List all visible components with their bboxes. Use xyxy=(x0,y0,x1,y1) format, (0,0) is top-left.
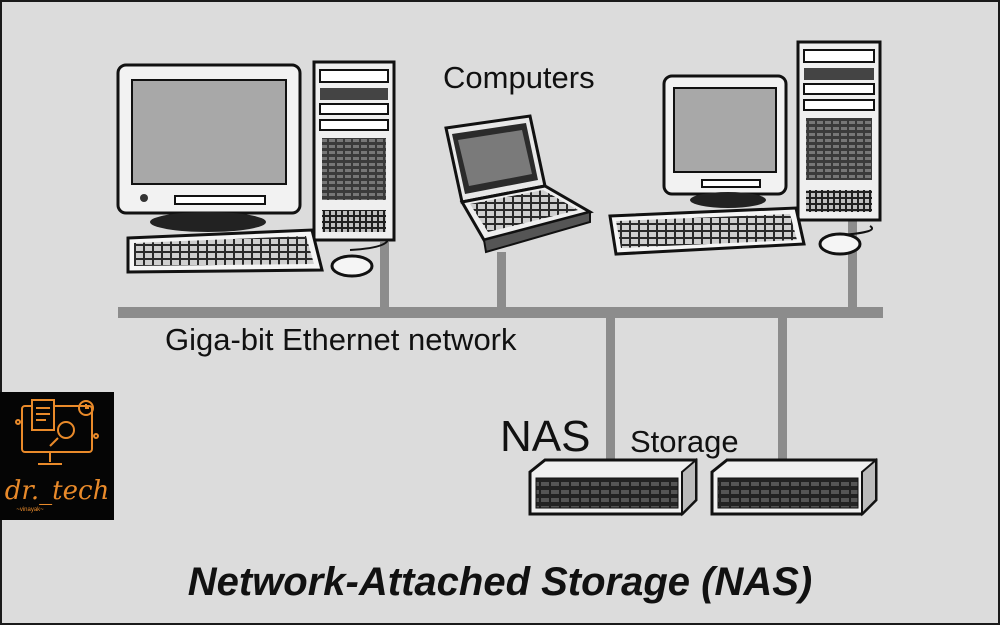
laptop-computer xyxy=(444,114,594,254)
monitor-stand-right xyxy=(690,192,766,208)
mouse-right xyxy=(818,232,862,256)
ethernet-bus xyxy=(118,220,883,463)
nas-label: NAS xyxy=(500,412,591,461)
nas-unit-left xyxy=(528,457,698,517)
logo-icon xyxy=(15,399,99,465)
bus-line xyxy=(118,307,883,318)
desktop-computer-right xyxy=(608,40,882,256)
storage-label: Storage xyxy=(630,424,739,459)
drop-laptop xyxy=(497,252,506,308)
desktop-computer-left xyxy=(116,60,396,278)
drop-desktop-left xyxy=(380,242,389,308)
nas-unit-right xyxy=(710,457,878,517)
logo-text: dr._tech xyxy=(4,476,110,506)
monitor-stand-left xyxy=(150,212,266,232)
computers-label: Computers xyxy=(443,60,595,95)
screen-right xyxy=(673,87,777,173)
diagram-title: Network-Attached Storage (NAS) xyxy=(187,560,813,604)
dr-tech-logo: dr._tech ~vinayak~ xyxy=(0,392,114,520)
drop-nas-right xyxy=(778,317,787,463)
logo-subtext: ~vinayak~ xyxy=(16,507,44,513)
network-label: Giga-bit Ethernet network xyxy=(165,322,517,357)
drop-desktop-right xyxy=(848,220,857,308)
screen-left xyxy=(131,79,287,185)
drop-nas-left xyxy=(606,317,615,463)
mouse-left xyxy=(330,254,374,278)
